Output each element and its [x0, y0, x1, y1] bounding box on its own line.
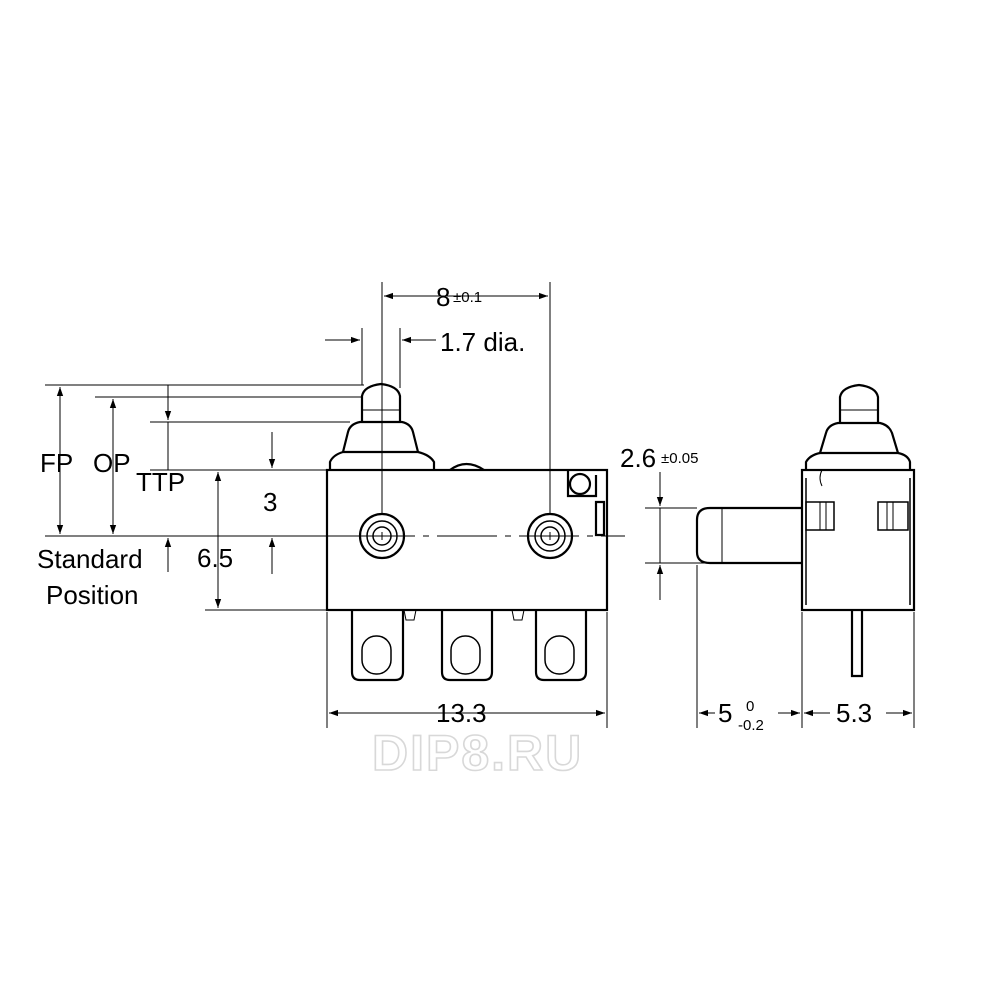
side-body	[800, 468, 916, 612]
dim-3: 3	[263, 487, 277, 517]
dimension-lines	[45, 282, 915, 728]
label-ttp: TTP	[136, 467, 185, 497]
dim-8-tolerance: ±0.1	[453, 289, 482, 306]
dim-5-tolerance-upper: 0	[746, 698, 754, 715]
terminal-left	[350, 610, 405, 682]
watermark: DIP8.RU	[372, 725, 583, 781]
dim-5-3: 5.3	[836, 698, 872, 728]
label-op: OP	[93, 448, 131, 478]
label-fp: FP	[40, 448, 73, 478]
plunger-dome	[360, 382, 402, 422]
label-position: Position	[46, 580, 139, 610]
side-view	[695, 383, 916, 678]
dim-8: 8	[436, 282, 450, 312]
terminal-right	[534, 610, 588, 682]
side-pin	[695, 506, 802, 565]
side-terminal	[850, 610, 864, 678]
dim-5: 5	[718, 698, 732, 728]
dim-2-6: 2.6	[620, 443, 656, 473]
switch-body	[325, 468, 609, 612]
dim-6-5: 6.5	[197, 543, 233, 573]
plunger-housing	[328, 450, 436, 470]
corner-lug	[566, 470, 606, 537]
front-view	[325, 382, 625, 682]
dim-2-6-tolerance: ±0.05	[661, 450, 698, 467]
label-standard: Standard	[37, 544, 143, 574]
dim-1-7-dia: 1.7 dia.	[440, 327, 525, 357]
plunger-collar	[341, 420, 420, 453]
dim-5-tolerance-lower: -0.2	[738, 717, 764, 734]
body-bump	[449, 462, 485, 471]
dim-13-3: 13.3	[436, 698, 487, 728]
terminal-center	[440, 610, 494, 682]
